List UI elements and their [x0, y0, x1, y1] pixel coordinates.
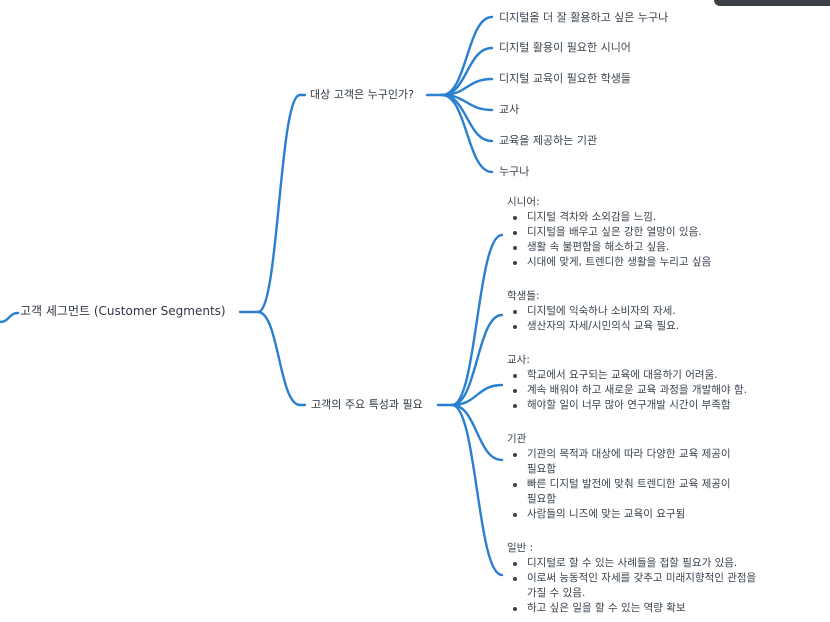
list-item: 디지털을 배우고 싶은 강한 열망이 있음.: [507, 225, 756, 240]
segment-group-teachers: 교사: 학교에서 요구되는 교육에 대응하기 어려움. 계속 배워야 하고 새로…: [507, 353, 756, 413]
group-heading: 일반 :: [507, 542, 534, 554]
window-edge: [714, 0, 830, 6]
segment-group-general: 일반 : 디지털로 할 수 있는 사례들을 접할 필요가 있음. 이로써 능동적…: [507, 541, 756, 616]
list-item-text: 빠른 디지털 발전에 맞춰 트렌디한 교육 제공이: [527, 478, 731, 490]
branch-to-leaf-link: [440, 15, 494, 97]
leaf-node[interactable]: 디지털을 더 잘 활용하고 싶은 누구나: [499, 11, 669, 24]
root-to-branch-link: [256, 310, 302, 407]
group-heading: 학생들:: [507, 290, 540, 302]
group-heading: 시니어:: [507, 196, 540, 208]
leaf-node[interactable]: 디지털 교육이 필요한 학생들: [499, 72, 631, 85]
leaf-node[interactable]: 디지털 활용이 필요한 시니어: [499, 41, 631, 54]
list-item: 디지털에 익숙하나 소비자의 자세.: [507, 304, 756, 319]
list-item: 하고 싶은 일을 할 수 있는 역량 확보: [507, 601, 756, 616]
branch-to-note-link: [450, 403, 504, 462]
list-item-text-cont: 필요함: [527, 463, 556, 475]
leaf-node[interactable]: 누구나: [499, 165, 530, 178]
list-item-text-cont: 가질 수 있음.: [527, 587, 586, 599]
list-item: 디지털로 할 수 있는 사례들을 접할 필요가 있음.: [507, 556, 756, 571]
list-item: 생산자의 자세/시민의식 교육 필요.: [507, 319, 756, 334]
root-stub-link: [0, 311, 20, 324]
segment-group-students: 학생들: 디지털에 익숙하나 소비자의 자세. 생산자의 자세/시민의식 교육 …: [507, 289, 756, 334]
segment-group-seniors: 시니어: 디지털 격차와 소외감을 느낌. 디지털을 배우고 싶은 강한 열망이…: [507, 195, 756, 270]
list-item-text: 이로써 능동적인 자세를 갖추고 미래지향적인 관점을: [527, 572, 757, 584]
needs-note-card[interactable]: 시니어: 디지털 격차와 소외감을 느낌. 디지털을 배우고 싶은 강한 열망이…: [507, 195, 756, 616]
branch-to-note-link: [450, 313, 504, 407]
branch-to-note-link: [450, 403, 504, 577]
list-item-text: 기관의 목적과 대상에 따라 다양한 교육 제공이: [527, 448, 731, 460]
list-item: 사람들의 니즈에 맞는 교육이 요구됨: [507, 507, 756, 522]
leaf-node[interactable]: 교육을 제공하는 기관: [499, 134, 598, 147]
list-item: 계속 배워야 하고 새로운 교육 과정을 개발해야 함.: [507, 383, 756, 398]
branch-customer-needs[interactable]: 고객의 주요 특성과 필요: [311, 398, 423, 411]
list-item: 디지털 격차와 소외감을 느낌.: [507, 210, 756, 225]
list-item: 학교에서 요구되는 교육에 대응하기 어려움.: [507, 368, 756, 383]
leaf-node[interactable]: 교사: [499, 103, 520, 116]
list-item-text-cont: 필요함: [527, 493, 556, 505]
root-node[interactable]: 고객 세그먼트 (Customer Segments): [20, 304, 226, 318]
root-to-branch-link: [256, 93, 302, 314]
group-heading: 기관: [507, 433, 527, 445]
list-item: 생활 속 불편함을 해소하고 싶음.: [507, 240, 756, 255]
branch-to-note-link: [450, 233, 504, 407]
list-item: 해야할 일이 너무 많아 연구개발 시간이 부족함: [507, 398, 756, 413]
group-heading: 교사:: [507, 354, 530, 366]
list-item: 시대에 맞게, 트렌디한 생활을 누리고 싶음: [507, 255, 756, 270]
branch-to-note-link: [450, 383, 504, 407]
branch-target-customers[interactable]: 대상 고객은 누구인가?: [310, 88, 414, 101]
branch-to-leaf-link: [440, 93, 494, 174]
